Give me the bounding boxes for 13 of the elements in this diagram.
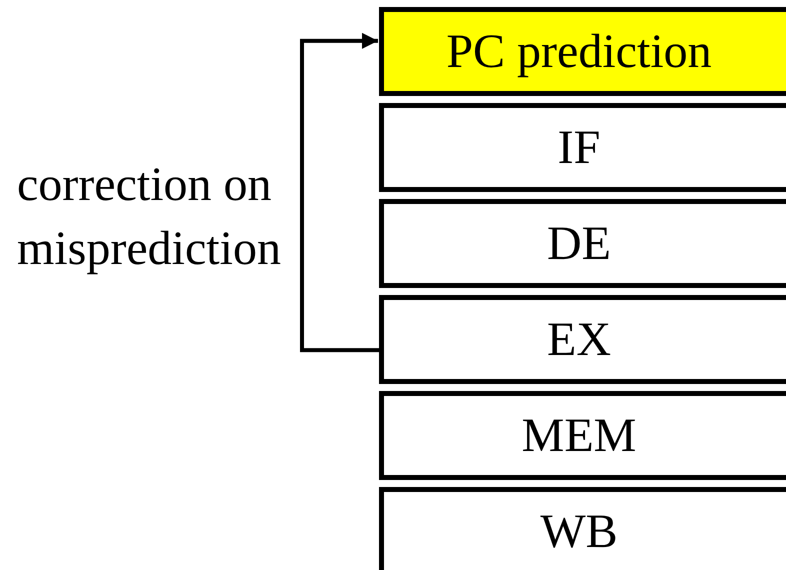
pipeline-stage-box (379, 199, 786, 288)
stage-label: PC prediction (446, 24, 712, 79)
highlighted-stage-box (379, 7, 786, 96)
feedback-arrow (300, 32, 379, 352)
pipeline-stage-box (379, 295, 786, 384)
stage-label: MEM (522, 408, 636, 463)
stage-label: WB (540, 504, 618, 559)
pipeline-stage-box (379, 391, 786, 480)
pipeline-stage-box (379, 487, 786, 570)
pipeline-stage-box (379, 103, 786, 192)
stage-label: EX (547, 312, 611, 367)
stage-label: IF (558, 120, 600, 175)
stage-label: DE (547, 216, 611, 271)
